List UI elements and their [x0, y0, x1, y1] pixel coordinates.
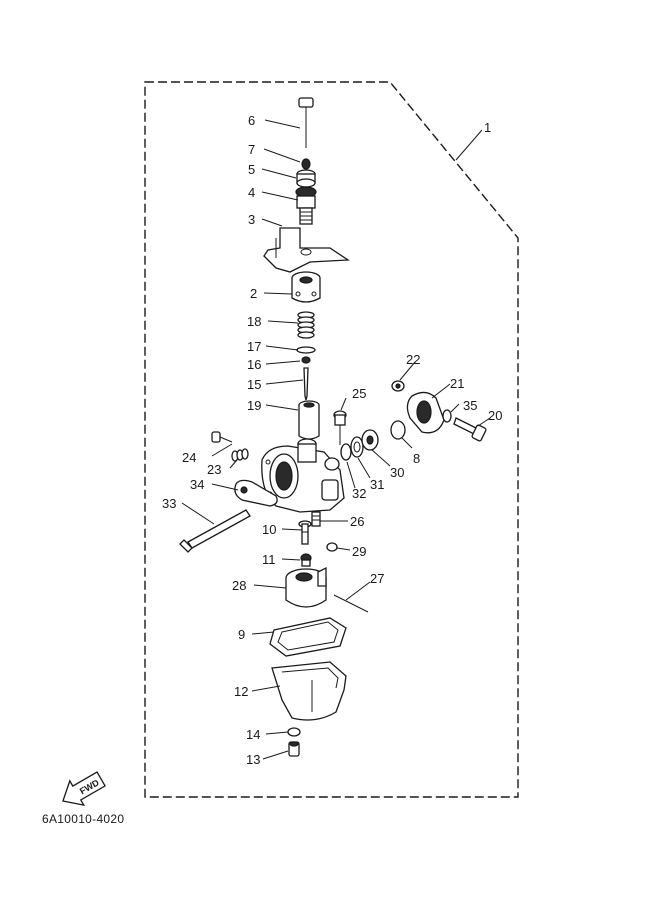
callout-10: 10: [262, 522, 276, 537]
drawing-code: 6A10010-4020: [42, 812, 125, 826]
callout-33: 33: [162, 496, 176, 511]
callout-30: 30: [390, 465, 404, 480]
callout-1: 1: [484, 120, 491, 135]
callout-19: 19: [247, 398, 261, 413]
callout-6: 6: [248, 113, 255, 128]
part-22-nut: [391, 380, 405, 392]
part-6-screw: [298, 97, 314, 148]
callout-15: 15: [247, 377, 261, 392]
part-15-needle: [303, 367, 309, 401]
callout-14: 14: [246, 727, 260, 742]
part-21-air-cover: [406, 391, 445, 434]
callout-35: 35: [463, 398, 477, 413]
callout-17: 17: [247, 339, 261, 354]
callout-labels: 1 6 7 5 4 3 2 18 17 16 15 19 22 21 25 35…: [162, 113, 502, 767]
part-11-main-jet: [300, 553, 312, 567]
callout-12: 12: [234, 684, 248, 699]
callout-22: 22: [406, 352, 420, 367]
callout-28: 28: [232, 578, 246, 593]
part-carburetor-body: [261, 438, 345, 513]
part-29-plug: [326, 542, 338, 552]
part-19-throttle-valve: [298, 400, 320, 440]
callout-20: 20: [488, 408, 502, 423]
part-23-spring: [231, 448, 249, 462]
part-14-washer: [287, 727, 301, 737]
part-2-top-cap: [291, 271, 321, 303]
part-31-washer: [350, 436, 364, 458]
part-3-bracket: [263, 227, 350, 273]
callout-4: 4: [248, 185, 255, 200]
callout-8: 8: [413, 451, 420, 466]
part-33-shaft: [179, 509, 251, 553]
callout-5: 5: [248, 162, 255, 177]
callout-24: 24: [182, 450, 196, 465]
part-27-pin: [333, 594, 369, 613]
part-13-drain-screw: [288, 741, 300, 757]
part-8-o-ring: [390, 420, 406, 440]
part-4-fitting: [295, 186, 317, 225]
assembly-boundary: [144, 81, 519, 798]
part-32-washer: [340, 443, 352, 461]
part-9-gasket: [269, 617, 347, 657]
callout-13: 13: [246, 752, 260, 767]
callout-9: 9: [238, 627, 245, 642]
fwd-arrow-icon: FWD: [62, 771, 106, 807]
callout-29: 29: [352, 544, 366, 559]
part-25-jet: [333, 410, 347, 445]
callout-32: 32: [352, 486, 366, 501]
callout-27: 27: [370, 571, 384, 586]
callout-21: 21: [450, 376, 464, 391]
callout-7: 7: [248, 142, 255, 157]
callout-3: 3: [248, 212, 255, 227]
part-30-nut: [361, 429, 379, 451]
part-28-float: [285, 566, 327, 608]
part-7: [301, 158, 311, 170]
callout-25: 25: [352, 386, 366, 401]
part-12-float-bowl: [271, 661, 347, 721]
callout-18: 18: [247, 314, 261, 329]
part-26-jet: [311, 511, 321, 527]
callout-26: 26: [350, 514, 364, 529]
part-10-nozzle: [298, 520, 312, 545]
part-35-washer: [442, 409, 452, 423]
callout-31: 31: [370, 477, 384, 492]
part-18-spring: [297, 311, 315, 339]
part-20-bolt: [453, 417, 487, 442]
callout-23: 23: [207, 462, 221, 477]
part-17-clip: [296, 346, 316, 354]
callout-11: 11: [262, 552, 276, 567]
leader-lines: [181, 119, 491, 760]
callout-34: 34: [190, 477, 204, 492]
callout-16: 16: [247, 357, 261, 372]
callout-2: 2: [250, 286, 257, 301]
part-5-cap: [296, 169, 316, 188]
part-24-screw: [211, 431, 233, 443]
part-16-clip: [301, 356, 311, 364]
